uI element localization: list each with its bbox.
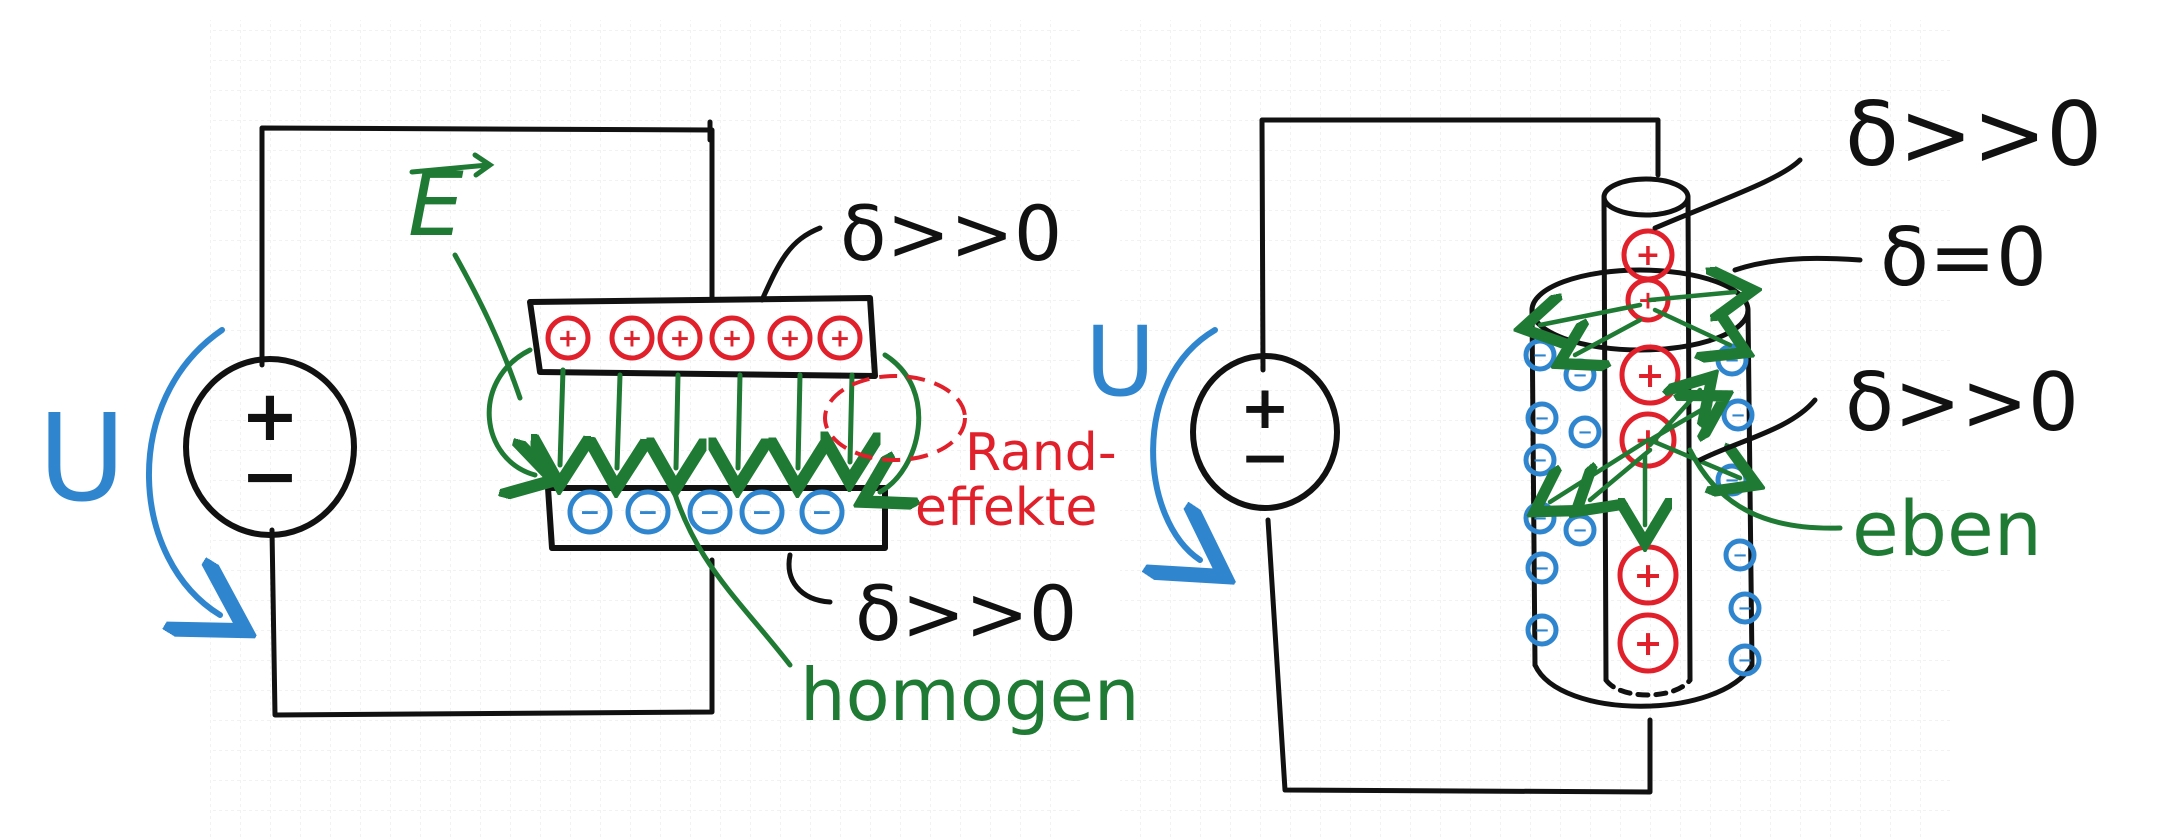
positive-charge-inner-sign: + [1635,356,1664,396]
positive-charge: + [657,315,703,361]
right-circuit [1259,117,1661,795]
negative-charge-outer-sign: − [1732,545,1747,566]
negative-charge-outer: − [1728,643,1762,677]
voltage-source-left: + − [183,356,357,538]
positive-charge: + [609,315,655,361]
negative-charge-outer-sign: − [1737,650,1752,671]
positive-charge-inner-sign: + [1633,624,1662,664]
positive-charge: + [545,315,591,361]
field-label-pointer [452,252,523,401]
negative-charge-outer: − [1525,401,1559,435]
negative-charge-outer-sign: − [1577,422,1592,443]
positive-charge: + [817,315,863,361]
negative-charge-outer-circle [1728,591,1762,625]
sigma-top-left: δ>>0 [840,189,1062,278]
positive-charge-circle [767,315,813,361]
negative-charge-outer-sign: − [1534,558,1549,579]
negative-charge-outer-sign: − [1532,450,1547,471]
source-plus-sign-right: + [1240,373,1290,443]
voltage-source-right: + − [1190,353,1340,511]
source-minus-sign-right: − [1240,423,1290,493]
left-circuit [259,119,715,718]
negative-charge-outer-sign: − [1730,405,1745,426]
sigma-top-pointer [759,225,823,303]
sigma-bottom-pointer [786,552,833,605]
negative-charge-outer-sign: − [1572,520,1587,541]
voltage-arrow-right [1153,327,1215,560]
positive-charge-circle [817,315,863,361]
plane-label: eben [1852,484,2042,573]
positive-charge-circle [657,315,703,361]
positive-charge-inner-sign: + [1633,556,1662,596]
positive-charge-sign: + [722,323,743,352]
positive-charge: + [767,315,813,361]
sigma-3-right: δ>>0 [1845,356,2079,449]
negative-charge-sign: − [812,497,833,526]
negative-charge-outer-sign: − [1737,598,1752,619]
negative-charge-outer-sign: − [1534,408,1549,429]
positive-charge-circle [609,315,655,361]
positive-charge-inner: + [1617,612,1679,674]
top-plate-charges: + + + + + + [545,315,863,361]
positive-charge-inner-sign: + [1635,238,1660,273]
positive-charge-sign: + [670,323,691,352]
negative-charge-outer-sign: − [1572,365,1587,386]
positive-charge-sign: + [558,323,579,352]
negative-charge-outer-circle [1525,613,1559,647]
negative-charge-outer-circle [1723,538,1757,572]
sigma-2-pointer [1732,255,1863,273]
negative-charge-outer-circle [1728,643,1762,677]
edge-effects-circle [823,374,967,462]
sigma-bottom-left: δ>>0 [855,569,1077,658]
sigma-2-right: δ=0 [1880,211,2047,304]
voltage-arrow-left [146,327,222,615]
negative-charge-sign: − [752,497,773,526]
positive-charge-sign: + [830,323,851,352]
negative-charge-outer-sign: − [1532,508,1547,529]
negative-charge-outer-sign: − [1532,345,1547,366]
negative-charge-outer-sign: − [1534,620,1549,641]
edge-effects-line2: effekte [915,478,1097,538]
positive-charge-circle [709,315,755,361]
negative-charge-outer-circle [1525,551,1559,585]
negative-charge-outer-sign: − [1724,350,1739,371]
sigma-1-pointer [1652,157,1803,231]
field-vector-arrow [409,152,495,178]
negative-charge-sign: − [700,497,721,526]
edge-effects-line1: Rand- [965,423,1117,483]
field-lines-right [1540,292,1740,525]
positive-charge-circle [545,315,591,361]
negative-charge-outer: − [1525,551,1559,585]
positive-charge: + [709,315,755,361]
source-plus-sign: + [241,375,300,457]
negative-charge-sign: − [580,497,601,526]
field-lines-left [486,347,922,492]
negative-charge-sign: − [638,497,659,526]
sigma-3-pointer [1697,397,1818,463]
source-minus-sign: − [241,435,300,517]
negative-charge-outer: − [1728,591,1762,625]
negative-charge-outer: − [1723,538,1757,572]
voltage-label-right: U [1085,306,1155,418]
top-plate [527,295,878,379]
homogeneous-label: homogen [800,653,1140,737]
negative-charge-outer-circle [1568,415,1602,449]
homogeneous-pointer [665,467,793,668]
negative-charge-outer: − [1568,415,1602,449]
positive-charge-inner-circle [1617,612,1679,674]
negative-charge-outer-circle [1525,401,1559,435]
voltage-label-left: U [38,390,126,529]
negative-charge-outer: − [1525,613,1559,647]
positive-charge-sign: + [780,323,801,352]
plane-pointer [1687,447,1843,531]
sigma-1-right: δ>>0 [1845,83,2102,186]
positive-charge-sign: + [622,323,643,352]
